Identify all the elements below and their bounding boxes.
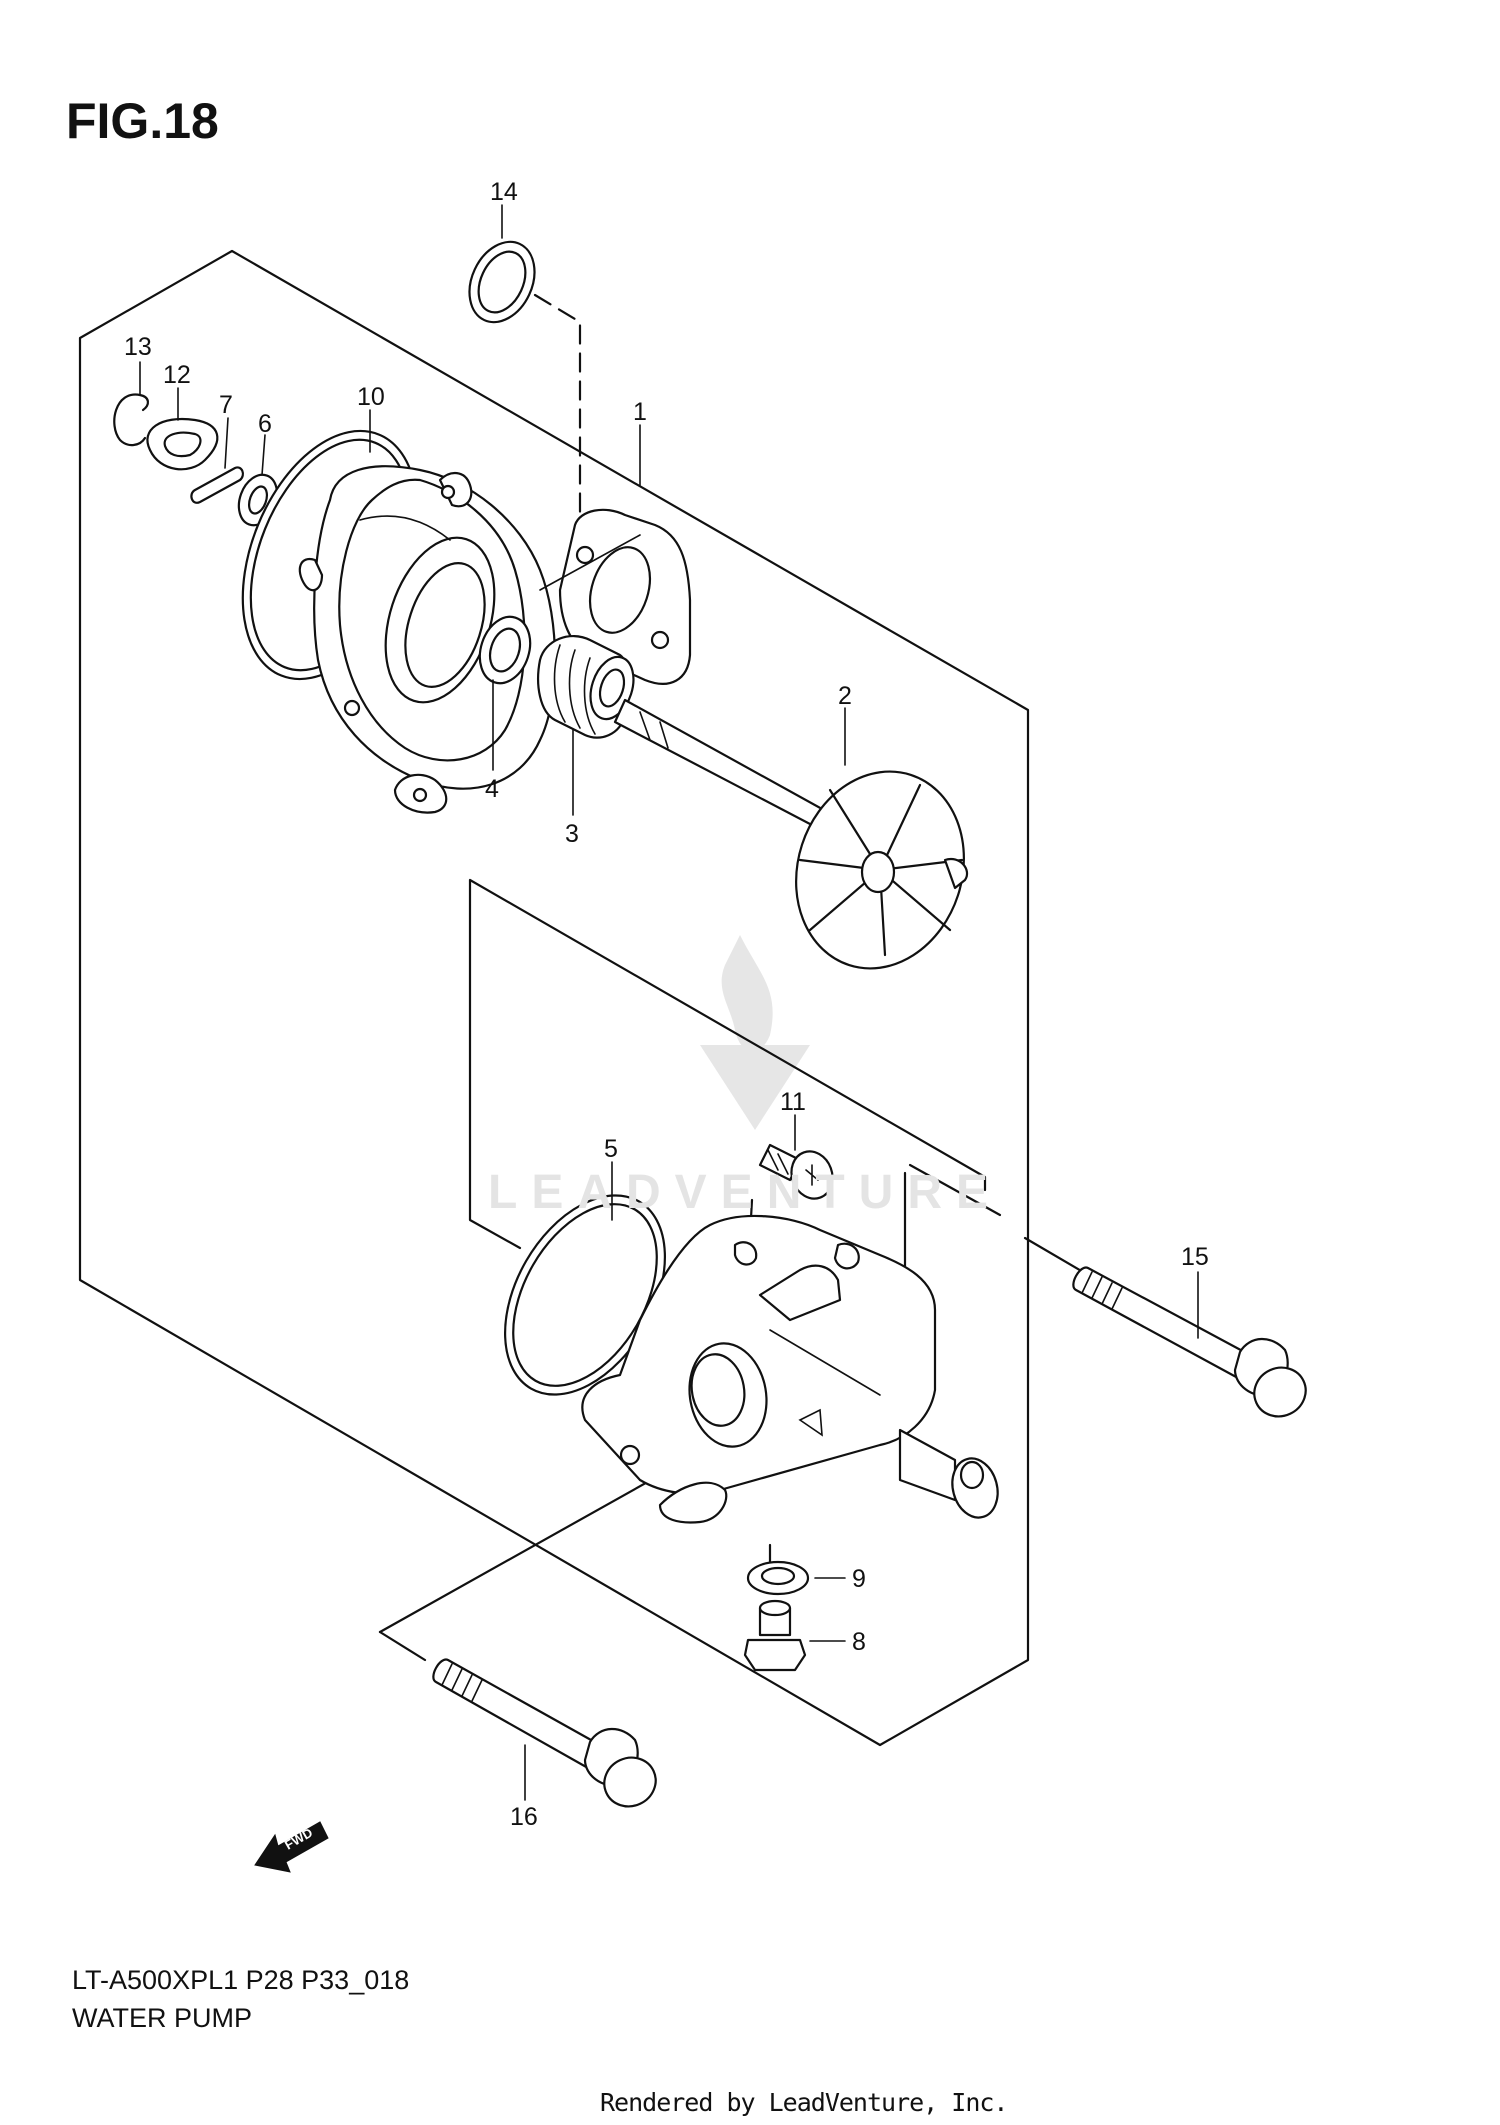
model-code: LT-A500XPL1 P28 P33_018 [72, 1965, 410, 1995]
callout-9: 9 [852, 1565, 866, 1593]
callout-2: 2 [838, 682, 852, 710]
washer-9 [746, 1560, 810, 1596]
callout-11: 11 [780, 1088, 806, 1116]
seal-4 [478, 615, 532, 685]
callout-labels: 14 13 12 7 6 10 1 2 4 3 5 11 9 8 15 16 [124, 178, 1209, 1831]
screw-11 [758, 1143, 834, 1200]
watermark-text: LEADVENTURE [488, 1166, 1003, 1219]
pump-cover [581, 1214, 999, 1524]
callout-6: 6 [258, 410, 272, 438]
callout-16: 16 [510, 1803, 538, 1831]
callout-13: 13 [124, 333, 152, 361]
pin-7 [190, 466, 244, 504]
pump-body-1 [298, 465, 692, 814]
assembly-frame [78, 249, 1030, 1747]
callout-3: 3 [565, 820, 579, 848]
callout-5: 5 [604, 1135, 618, 1163]
watermark-logo [700, 935, 810, 1130]
bolt-16 [432, 1658, 657, 1808]
drain-bolt-8 [743, 1599, 807, 1672]
o-ring-14 [468, 240, 536, 324]
callout-14: 14 [490, 178, 518, 206]
cover-group-frame [468, 878, 987, 1250]
impeller-2 [795, 770, 969, 970]
circlip-13 [113, 393, 149, 447]
callout-1: 1 [633, 398, 647, 426]
section-name: WATER PUMP [72, 2003, 252, 2033]
callout-10: 10 [357, 383, 385, 411]
callout-4: 4 [485, 775, 499, 803]
render-credit: Rendered by LeadVenture, Inc. [600, 2088, 1008, 2117]
leader-lines [139, 204, 1199, 1801]
callout-12: 12 [163, 361, 191, 389]
cam-12 [146, 417, 219, 471]
fwd-arrow-icon: FWD [254, 1821, 329, 1873]
callout-7: 7 [219, 391, 233, 419]
callout-15: 15 [1181, 1243, 1209, 1271]
callout-8: 8 [852, 1628, 866, 1656]
figure-title: FIG.18 [66, 93, 219, 149]
bolt-15 [1072, 1266, 1307, 1418]
